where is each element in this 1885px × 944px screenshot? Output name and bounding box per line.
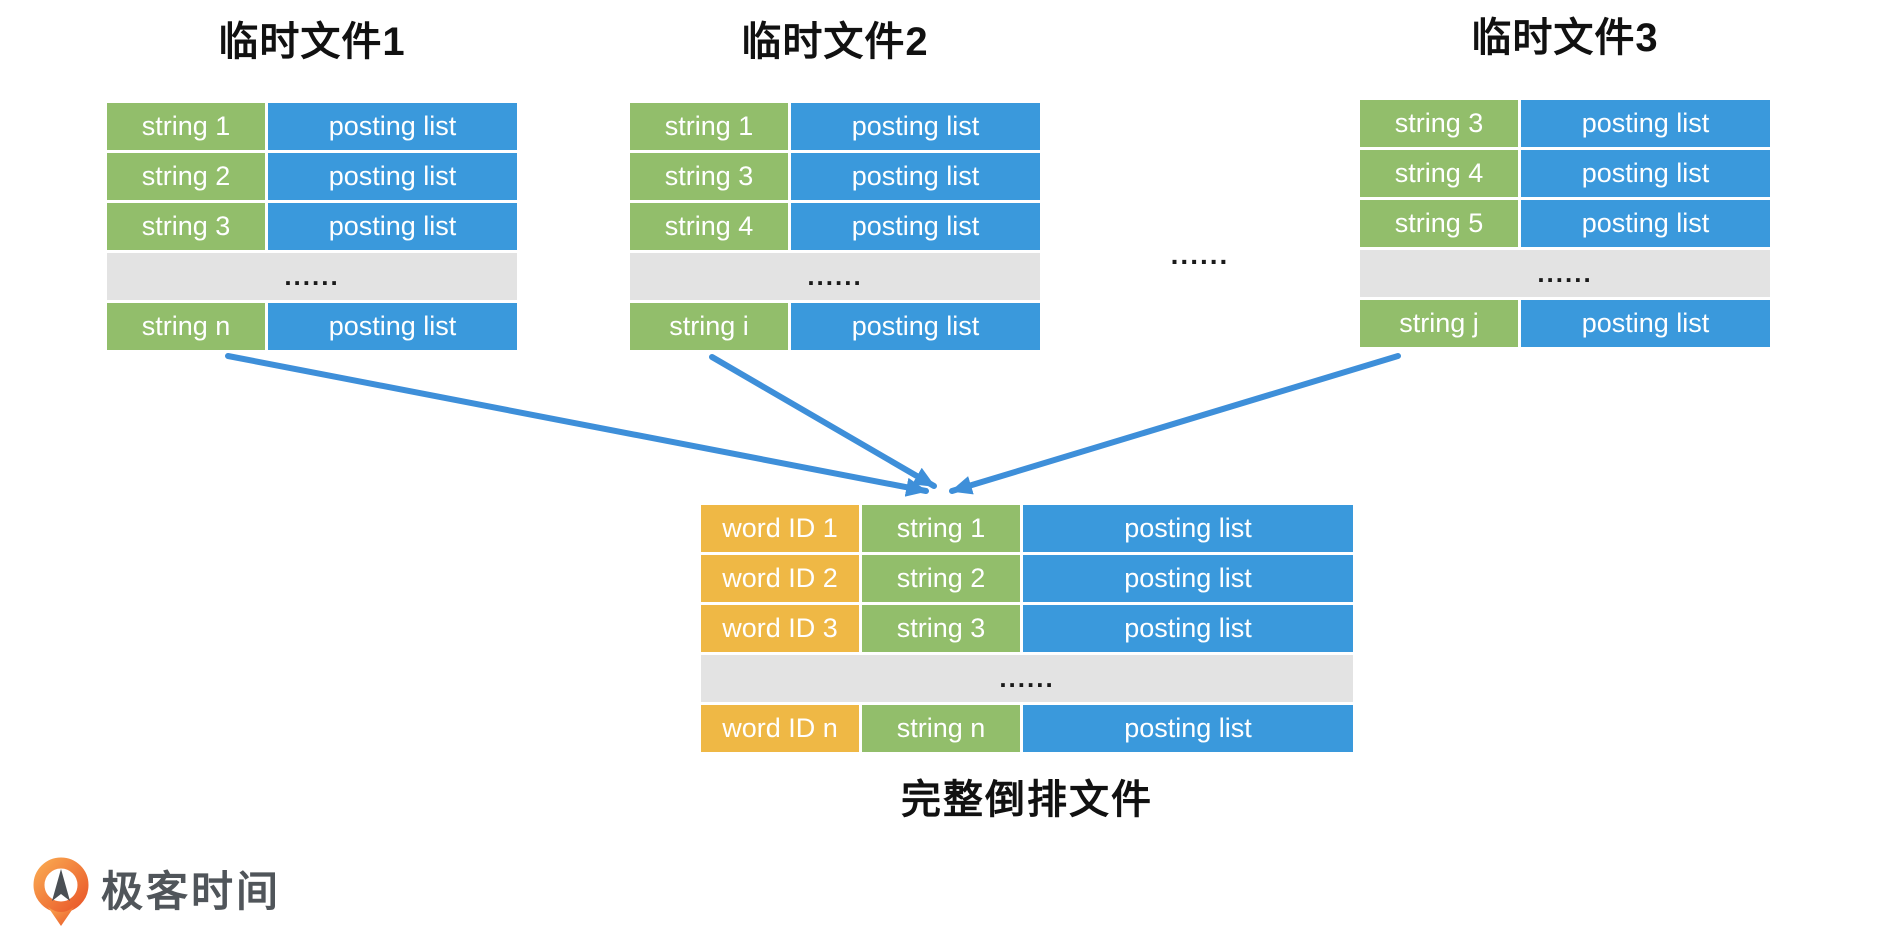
id-cell: word ID 2: [701, 555, 859, 602]
arrow-from-file3-icon: [949, 353, 1401, 495]
key-cell: string 4: [1360, 150, 1518, 197]
key-cell: string 1: [862, 505, 1020, 552]
key-cell: string 3: [1360, 100, 1518, 147]
ellipsis-row: ......: [701, 655, 1353, 702]
id-cell: word ID 1: [701, 505, 859, 552]
posting-cell: posting list: [791, 103, 1040, 150]
posting-cell: posting list: [791, 303, 1040, 350]
key-cell: string 1: [107, 103, 265, 150]
temp-file-1-title: 临时文件1: [218, 20, 406, 64]
key-cell: string n: [862, 705, 1020, 752]
ellipsis-row: ......: [630, 253, 1040, 300]
geektime-logo-text: 极客时间: [101, 868, 282, 915]
posting-cell: posting list: [1521, 150, 1770, 197]
temp-file-2-title: 临时文件2: [741, 20, 929, 64]
posting-cell: posting list: [1521, 200, 1770, 247]
posting-cell: posting list: [268, 153, 517, 200]
key-cell: string 4: [630, 203, 788, 250]
merged-inverted-file-label: 完整倒排文件: [901, 778, 1153, 822]
posting-cell: posting list: [1521, 300, 1770, 347]
ellipsis-row: ......: [1360, 250, 1770, 297]
ellipsis-row: ......: [107, 253, 517, 300]
key-cell: string 5: [1360, 200, 1518, 247]
posting-cell: posting list: [1023, 505, 1353, 552]
posting-cell: posting list: [1521, 100, 1770, 147]
key-cell: string 2: [862, 555, 1020, 602]
geektime-logo: 极客时间: [33, 856, 281, 928]
id-cell: word ID 3: [701, 605, 859, 652]
more-files-ellipsis: ......: [1170, 239, 1230, 270]
key-cell: string n: [107, 303, 265, 350]
key-cell: string 3: [107, 203, 265, 250]
key-cell: string 2: [107, 153, 265, 200]
key-cell: string i: [630, 303, 788, 350]
posting-cell: posting list: [268, 103, 517, 150]
key-cell: string 3: [862, 605, 1020, 652]
posting-cell: posting list: [791, 153, 1040, 200]
geektime-pin-icon: [33, 857, 89, 926]
arrow-from-file2-icon: [709, 354, 937, 489]
id-cell: word ID n: [701, 705, 859, 752]
posting-cell: posting list: [268, 303, 517, 350]
key-cell: string 3: [630, 153, 788, 200]
posting-cell: posting list: [1023, 605, 1353, 652]
temp-file-3-title: 临时文件3: [1471, 16, 1659, 60]
posting-cell: posting list: [791, 203, 1040, 250]
posting-cell: posting list: [268, 203, 517, 250]
key-cell: string 1: [630, 103, 788, 150]
posting-cell: posting list: [1023, 705, 1353, 752]
posting-cell: posting list: [1023, 555, 1353, 602]
arrow-from-file1-icon: [225, 353, 929, 497]
key-cell: string j: [1360, 300, 1518, 347]
